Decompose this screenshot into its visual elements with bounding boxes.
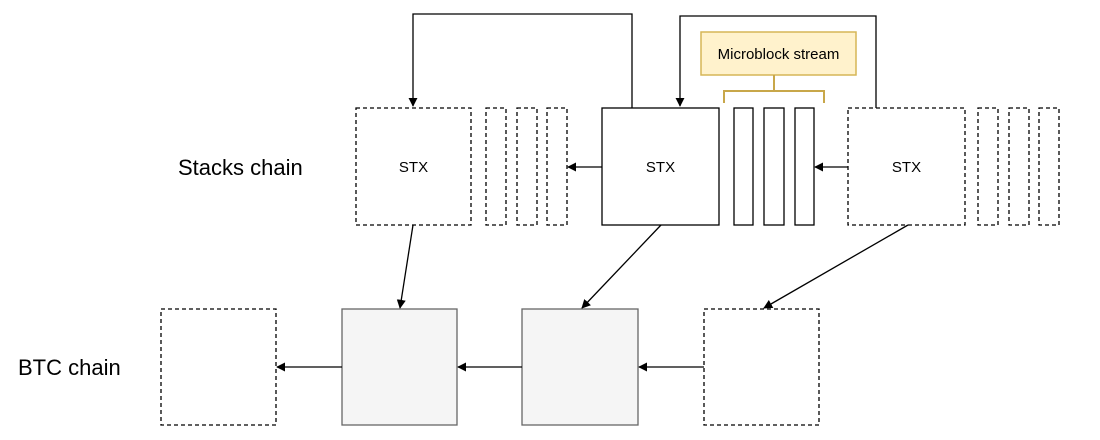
stacks-block-right	[847, 107, 966, 226]
stacks-block-left-label: STX	[399, 159, 428, 176]
microblock-stream-2	[763, 107, 785, 226]
microblock-dashed-5	[1008, 107, 1030, 226]
btc-block-2	[341, 308, 458, 426]
btc-block-3	[521, 308, 639, 426]
stacks-block-right-label: STX	[892, 159, 921, 176]
microblock-dashed-6	[1038, 107, 1060, 226]
btc-chain-label: BTC chain	[18, 355, 121, 380]
elbow-arrow-stx-right-to-middle	[675, 15, 877, 108]
stacks-block-middle-label: STX	[646, 159, 675, 176]
microblock-dashed-2	[516, 107, 538, 226]
microblock-stream-label: Microblock stream	[718, 46, 840, 63]
microblock-stream-1	[733, 107, 754, 226]
anchor-arrow-stx-middle-to-btc-3	[581, 224, 662, 309]
microblock-dashed-1	[485, 107, 507, 226]
elbow-arrow-stx-middle-to-left	[408, 13, 633, 108]
microblock-stream-brace	[723, 75, 825, 103]
btc-block-1	[160, 308, 277, 426]
microblock-stream-callout	[700, 31, 857, 76]
microblock-dashed-3	[546, 107, 568, 226]
microblock-stream-3	[794, 107, 815, 226]
stacks-block-left	[355, 107, 472, 226]
anchor-arrow-stx-right-to-btc-4	[763, 224, 909, 309]
btc-block-4	[703, 308, 820, 426]
stacks-chain-label: Stacks chain	[178, 155, 303, 180]
microblock-dashed-4	[977, 107, 999, 226]
anchor-arrow-stx-left-to-btc-2	[396, 224, 414, 309]
